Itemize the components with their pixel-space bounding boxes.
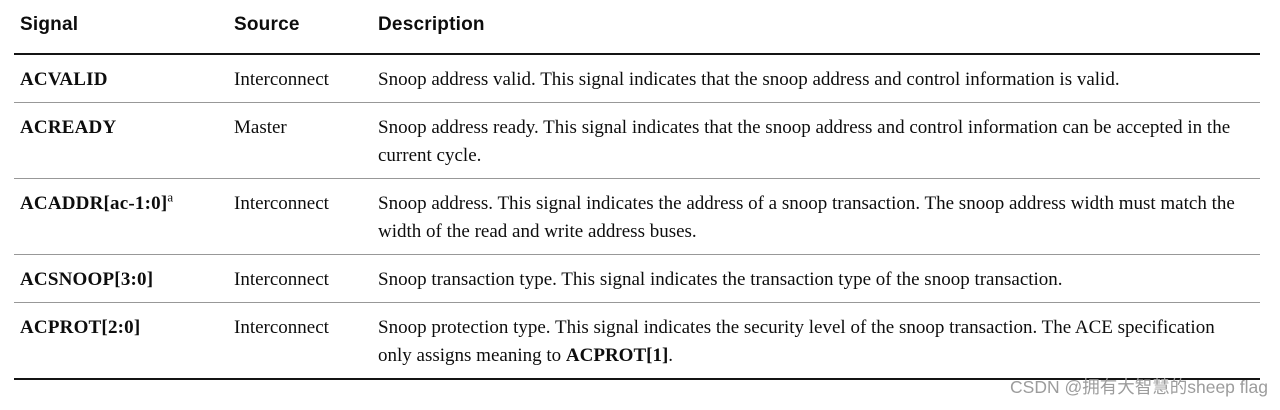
description-bold-text: ACPROT[1] <box>565 345 669 366</box>
column-header-source: Source <box>234 14 300 35</box>
table-row: ACPROT[2:0] Interconnect Snoop protection … <box>14 303 1260 380</box>
signal-footnote-marker: a <box>167 189 174 205</box>
signal-name-cell: ACPROT[2:0] <box>20 317 141 338</box>
description-text: Snoop protection type. This signal indic… <box>378 317 1215 366</box>
signal-description-cell: Snoop address valid. This signal indicat… <box>378 55 1260 102</box>
signal-name-cell: ACVALID <box>20 69 108 90</box>
signal-source-cell: Interconnect <box>234 269 329 290</box>
signal-name-cell: ACREADY <box>20 117 117 138</box>
description-text: Snoop address ready. This signal indicat… <box>378 117 1231 166</box>
signal-name-cell: ACSNOOP[3:0] <box>20 269 154 290</box>
signal-source-cell: Interconnect <box>234 193 329 214</box>
table-body: ACVALID Interconnect Snoop address valid. … <box>14 55 1260 380</box>
signal-name-cell: ACADDR[ac-1:0]a <box>20 189 174 214</box>
table-row: ACADDR[ac-1:0]a Interconnect Snoop address… <box>14 179 1260 255</box>
watermark: CSDN @拥有大智慧的sheep flag <box>1010 377 1268 397</box>
column-header-description: Description <box>378 14 485 35</box>
signal-description-cell: Snoop protection type. This signal indic… <box>378 303 1260 378</box>
signal-source-cell: Master <box>234 117 287 138</box>
signal-source-cell: Interconnect <box>234 317 329 338</box>
table-row: ACREADY Master Snoop address ready. This s… <box>14 103 1260 179</box>
signal-table: Signal Source Description ACVALID Interco… <box>14 0 1260 380</box>
table-row: ACVALID Interconnect Snoop address valid. … <box>14 55 1260 103</box>
signal-source-cell: Interconnect <box>234 69 329 90</box>
signal-description-cell: Snoop transaction type. This signal indi… <box>378 255 1260 302</box>
signal-description-cell: Snoop address. This signal indicates the… <box>378 179 1260 254</box>
signal-description-cell: Snoop address ready. This signal indicat… <box>378 103 1260 178</box>
table-row: ACSNOOP[3:0] Interconnect Snoop transactio… <box>14 255 1260 303</box>
table-header-row: Signal Source Description <box>14 0 1260 55</box>
description-text: Snoop address. This signal indicates the… <box>378 193 1235 242</box>
column-header-signal: Signal <box>20 14 79 35</box>
description-text: . <box>668 345 674 366</box>
description-text: Snoop address valid. This signal indicat… <box>378 69 1120 90</box>
description-text: Snoop transaction type. This signal indi… <box>378 269 1063 290</box>
